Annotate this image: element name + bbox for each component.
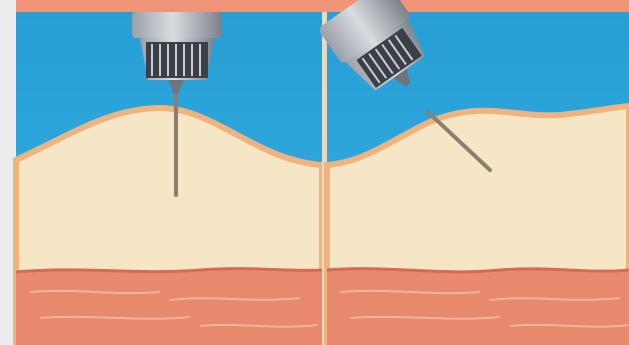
panel-right xyxy=(317,0,629,345)
muscle-layer-left xyxy=(16,269,322,345)
muscle-layer-right xyxy=(327,269,629,345)
top-band xyxy=(16,0,629,12)
panel-left xyxy=(16,12,322,345)
